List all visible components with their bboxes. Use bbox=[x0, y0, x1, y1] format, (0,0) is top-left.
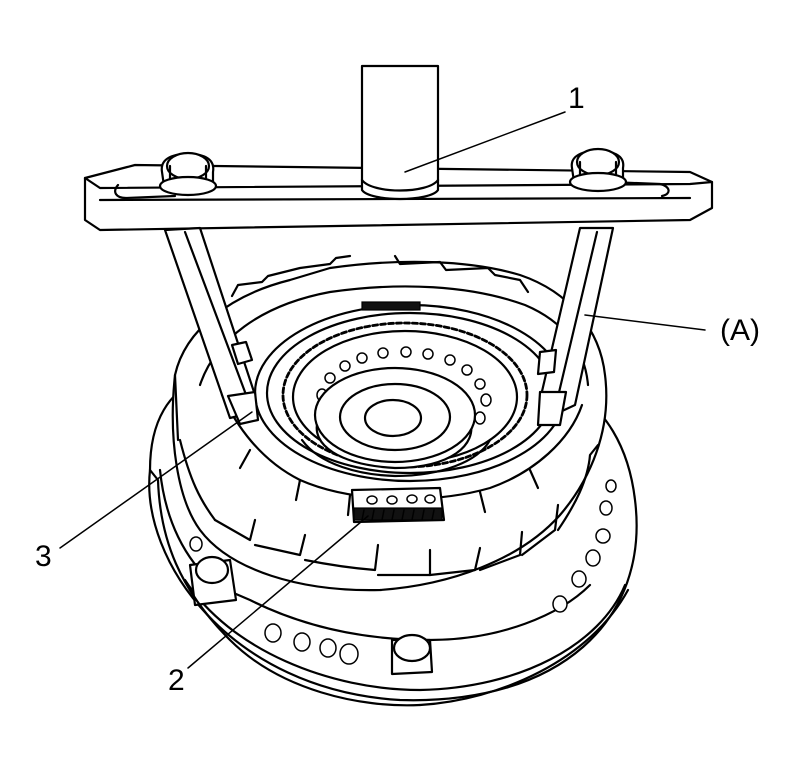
leader-lines bbox=[59, 111, 706, 669]
callout-1: 1 bbox=[568, 82, 585, 115]
tool-bolt-right bbox=[568, 147, 628, 193]
tool-bolt-left bbox=[158, 151, 218, 197]
special-tool-a bbox=[83, 64, 714, 427]
flange-bosses bbox=[188, 555, 434, 676]
callout-3: 3 bbox=[35, 540, 52, 573]
snap-ring-segment bbox=[350, 486, 446, 524]
retainer-plate-segment bbox=[361, 301, 421, 311]
callout-2: 2 bbox=[168, 664, 185, 697]
press-shaft bbox=[360, 64, 440, 201]
callout-a: (A) bbox=[720, 314, 760, 347]
inner-hub bbox=[253, 303, 567, 483]
flange-bolt-holes bbox=[189, 479, 617, 665]
